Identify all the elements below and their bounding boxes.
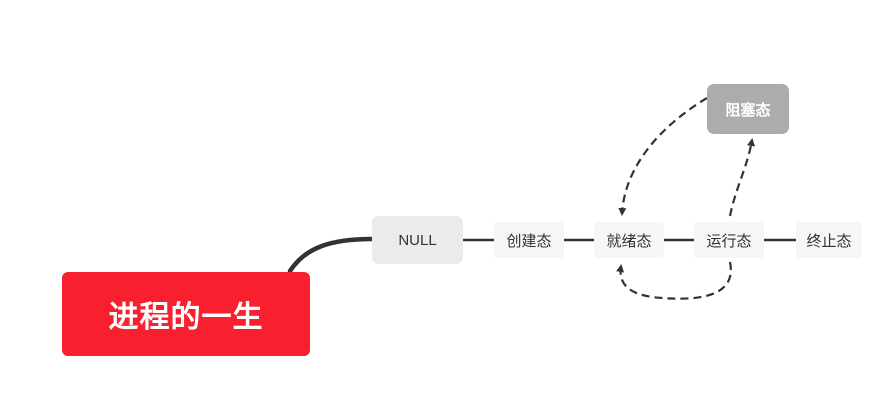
create-state-node[interactable]: 创建态 bbox=[494, 222, 564, 258]
edge-running-blocked bbox=[728, 138, 755, 217]
edge-root-null bbox=[287, 236, 375, 274]
null-node[interactable]: NULL bbox=[372, 216, 463, 264]
edge-blocked-ready bbox=[618, 97, 708, 216]
blocked-state-node[interactable]: 阻塞态 bbox=[707, 84, 789, 134]
edge-running-ready bbox=[616, 261, 732, 300]
running-state-node[interactable]: 运行态 bbox=[694, 222, 764, 258]
ready-state-node[interactable]: 就绪态 bbox=[594, 222, 664, 258]
terminated-state-node[interactable]: 终止态 bbox=[796, 222, 862, 258]
root-topic[interactable]: 进程的一生 bbox=[62, 272, 310, 356]
